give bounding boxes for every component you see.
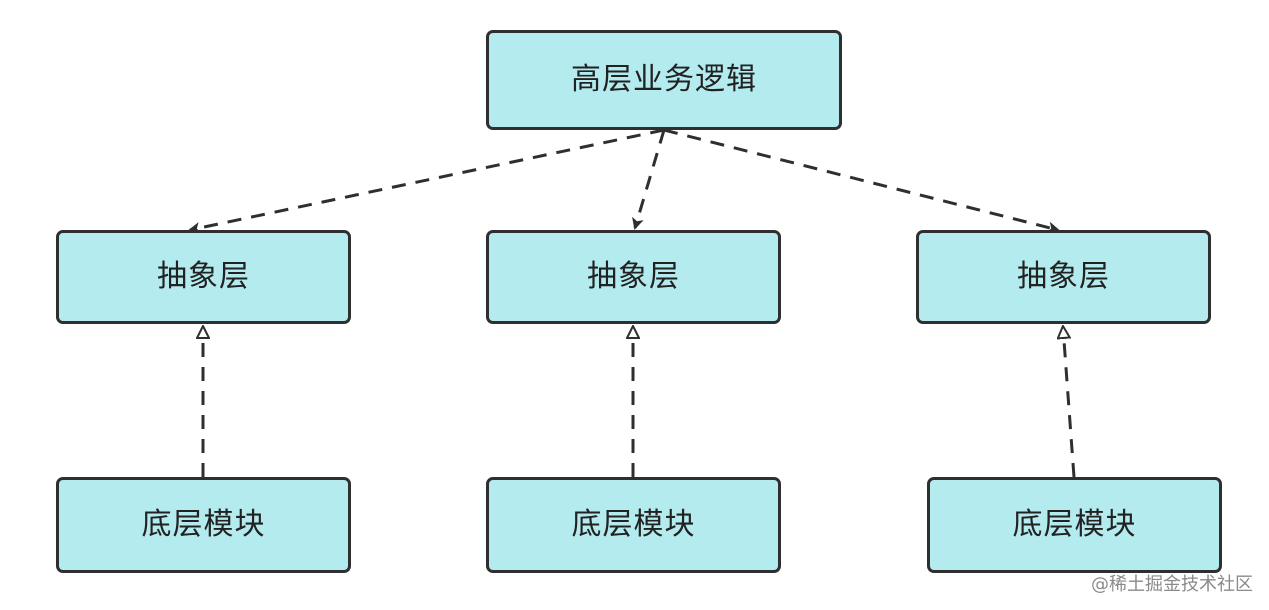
watermark-text: @稀土掘金技术社区 xyxy=(1091,574,1253,595)
edge-top-to-abstraction-3 xyxy=(663,128,1060,234)
node-abstraction-1: 抽象层 xyxy=(56,230,351,324)
node-label: 高层业务逻辑 xyxy=(571,62,757,97)
node-label: 底层模块 xyxy=(1012,507,1137,542)
node-label: 抽象层 xyxy=(1017,259,1110,294)
node-abstraction-3: 抽象层 xyxy=(916,230,1211,324)
node-label: 底层模块 xyxy=(571,507,696,542)
edge-top-to-abstraction-2 xyxy=(632,129,666,230)
node-label: 抽象层 xyxy=(587,259,680,294)
edge-top-to-abstraction-1 xyxy=(188,128,665,234)
node-module-3: 底层模块 xyxy=(927,477,1222,573)
node-abstraction-2: 抽象层 xyxy=(486,230,781,324)
node-label: 底层模块 xyxy=(141,507,266,542)
node-high-level-business-logic: 高层业务逻辑 xyxy=(486,30,842,130)
node-module-1: 底层模块 xyxy=(56,477,351,573)
node-label: 抽象层 xyxy=(157,259,250,294)
edge-module-3-to-abstraction-3 xyxy=(1063,327,1076,478)
node-module-2: 底层模块 xyxy=(486,477,781,573)
